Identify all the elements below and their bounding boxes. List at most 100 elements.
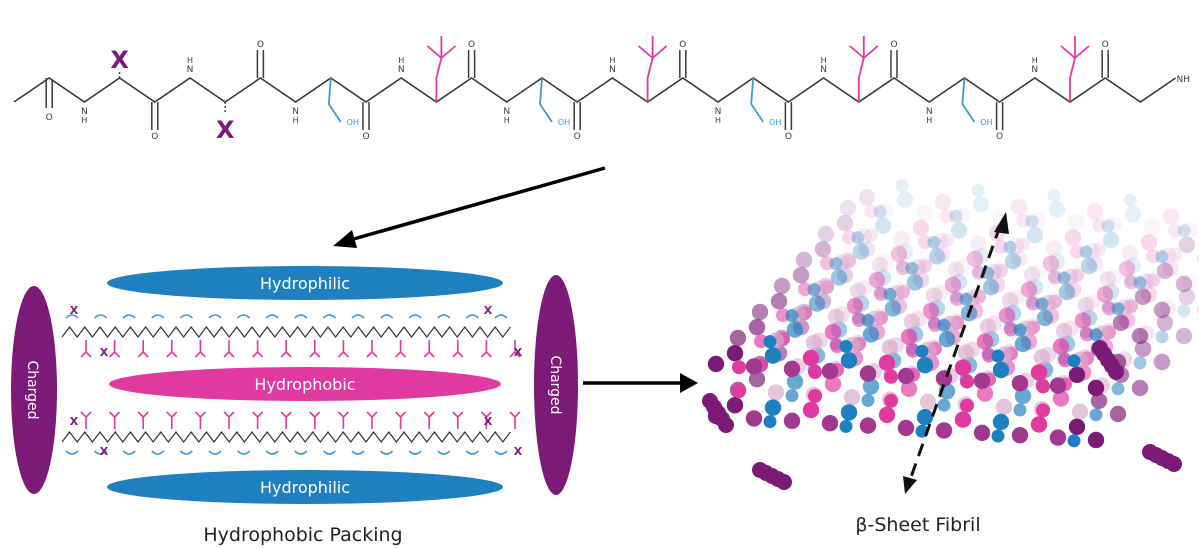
hydrogen-atom: H xyxy=(715,116,721,125)
fibril-atom xyxy=(817,277,835,295)
fibril-atom xyxy=(893,282,911,299)
mini-leucine xyxy=(85,351,92,358)
fibril-atom xyxy=(918,235,932,249)
fibril-atom xyxy=(1013,323,1027,337)
mini-serine xyxy=(380,450,394,455)
fibril-atom xyxy=(862,326,880,343)
hydrogen-atom: H xyxy=(1032,56,1038,65)
fibril-atom xyxy=(1079,245,1093,259)
fibril-atom xyxy=(905,261,919,275)
fibril-atom xyxy=(1101,299,1115,313)
fibril-atom xyxy=(883,287,897,301)
fibril-atom xyxy=(1016,213,1030,228)
fibril-atom xyxy=(1153,301,1171,319)
mini-charged-label: X xyxy=(70,415,79,428)
fibril-atom xyxy=(1014,387,1032,405)
hydrogen-atom: H xyxy=(926,116,932,125)
fibril-atom xyxy=(1156,314,1174,331)
fibril-atom xyxy=(873,285,887,299)
fibril-atom xyxy=(858,241,876,258)
fibril-atom xyxy=(878,354,896,371)
fibril-atom xyxy=(1023,266,1041,283)
fibril-atom xyxy=(842,254,856,269)
fibril-atom xyxy=(928,248,946,265)
leucine-methyl xyxy=(1074,45,1090,59)
fibril-atom xyxy=(748,319,766,336)
mini-leucine xyxy=(280,351,287,358)
mini-leucine xyxy=(371,411,378,418)
mini-leucine xyxy=(371,351,378,358)
fibril-atom xyxy=(1045,240,1063,257)
charged-label-left: Charged xyxy=(24,360,40,419)
fibril-atom xyxy=(947,261,965,278)
fibril-atom xyxy=(950,274,968,291)
fibril-atom xyxy=(745,358,763,375)
fibril-atom xyxy=(1083,294,1101,311)
mini-serine xyxy=(380,314,394,319)
mini-leucine xyxy=(485,411,492,418)
serine-side-chain xyxy=(539,77,553,123)
hydroxyl-label: OH xyxy=(980,118,992,127)
fibril-atom xyxy=(1123,193,1137,207)
mini-leucine xyxy=(194,351,201,358)
fibril-atom xyxy=(839,251,857,269)
mini-serine xyxy=(208,314,222,319)
fibril-atom xyxy=(935,422,953,439)
mini-serine xyxy=(122,314,136,319)
fibril-atom xyxy=(861,313,875,327)
mini-leucine xyxy=(228,411,235,418)
mini-charged-label: X xyxy=(100,445,109,458)
mini-leucine xyxy=(314,411,321,418)
fibril-atom xyxy=(827,308,845,325)
fibril-atom xyxy=(1159,299,1177,316)
mini-leucine xyxy=(366,351,373,358)
fibril-atom xyxy=(1036,379,1050,394)
oxygen-atom: O xyxy=(468,40,475,50)
mini-leucine xyxy=(309,411,316,418)
fibril-atom xyxy=(1175,275,1193,293)
fibril-atom xyxy=(763,335,777,349)
fibril-atom xyxy=(842,230,856,245)
mini-leucine xyxy=(423,411,430,418)
fibril-atom xyxy=(938,331,956,348)
fibril-atom xyxy=(1025,214,1039,228)
fibril-atom xyxy=(874,217,892,234)
mini-leucine xyxy=(80,411,87,418)
hydrogen-atom: H xyxy=(609,56,615,65)
mini-leucine xyxy=(395,411,402,418)
oxygen-atom: O xyxy=(1102,40,1109,50)
fibril-atom xyxy=(949,209,963,223)
fibril-atom xyxy=(1080,257,1098,275)
fibril-atom xyxy=(1146,273,1160,288)
fibril-atom xyxy=(1168,223,1182,238)
fibril-atom xyxy=(726,345,744,362)
fibril-atom xyxy=(1155,330,1169,344)
fibril-atom xyxy=(877,254,895,271)
hydrogen-atom: H xyxy=(504,116,510,125)
fibril-atom xyxy=(1156,262,1174,279)
fibril-atom xyxy=(1159,247,1177,264)
fibril-atom xyxy=(707,355,725,373)
fibril-atom xyxy=(1089,328,1103,342)
fibril-atom xyxy=(1047,188,1061,202)
fibril-atom xyxy=(896,285,910,299)
charged-region-right xyxy=(534,275,578,495)
leucine-methyl xyxy=(849,45,865,59)
fibril-atom xyxy=(925,287,943,304)
fibril-atom xyxy=(1067,354,1081,368)
fibril-atom xyxy=(820,280,834,295)
oxygen-atom: O xyxy=(574,132,581,142)
fibril-atom xyxy=(1133,276,1147,290)
fibril-atom xyxy=(1087,431,1105,449)
packing-model: Hydrophilic Hydrophobic Hydrophilic Char… xyxy=(11,266,578,546)
fibril-atom xyxy=(878,406,896,423)
hydrogen-atom: H xyxy=(187,56,193,65)
fibril-atom xyxy=(802,401,820,419)
nitrogen-atom: N xyxy=(715,107,722,117)
nitrogen-atom: N xyxy=(503,107,510,117)
mini-leucine xyxy=(509,351,516,358)
fibril-atom xyxy=(1030,416,1048,433)
fibril-atom xyxy=(786,373,804,390)
